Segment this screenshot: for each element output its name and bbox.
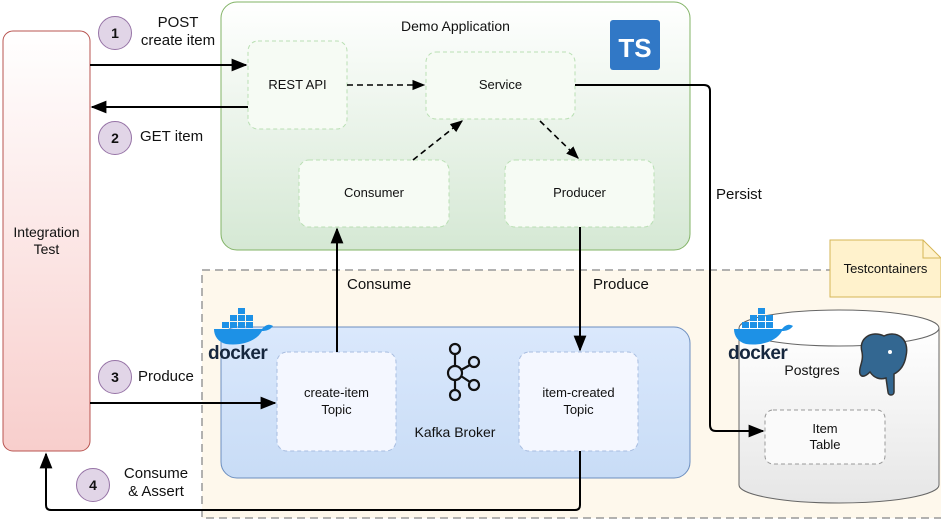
step-4-label: Consume & Assert — [123, 465, 189, 500]
step-2-label: GET item — [140, 128, 204, 145]
item-table-label: Item Table — [809, 420, 841, 452]
consumer-box — [298, 159, 450, 228]
docker-wordmark-kafka: docker — [208, 343, 268, 364]
kafka-broker-label: Kafka Broker — [414, 424, 496, 440]
edge-consumer-to-service — [412, 120, 464, 161]
consumer-label: Consumer — [344, 185, 404, 201]
step-2-badge: 2 — [98, 121, 132, 155]
integration-test-label: Integration Test — [13, 223, 80, 258]
typescript-logo — [610, 20, 660, 70]
postgres-label: Postgres — [784, 362, 840, 378]
postgres-elephant-icon — [858, 333, 908, 396]
testcontainers-label: Testcontainers — [843, 261, 928, 276]
integration-test-box — [2, 30, 91, 452]
create-item-topic-label: create-item Topic — [303, 385, 370, 417]
docker-whale-icon-kafka — [214, 308, 273, 345]
edge-label-produce: Produce — [593, 276, 649, 293]
edge-label-persist: Persist — [716, 186, 762, 203]
testcontainers-note — [829, 239, 941, 298]
step-3-label: Produce — [138, 368, 194, 385]
item-created-topic-label: item-created Topic — [542, 385, 615, 417]
kafka-logo-icon — [446, 342, 481, 402]
item-table-box — [764, 409, 886, 465]
step-1-label: POST create item — [140, 14, 216, 49]
edge-label-consume: Consume — [347, 276, 412, 293]
step-3-badge: 3 — [98, 360, 132, 394]
demo-application-title: Demo Application — [401, 18, 510, 34]
edge-service-to-producer — [539, 120, 579, 159]
item-created-topic-box — [518, 351, 639, 452]
edge-consume-assert — [39, 451, 581, 511]
docker-whale-icon-postgres — [734, 308, 793, 345]
producer-box — [504, 159, 655, 228]
step-1-badge: 1 — [98, 16, 132, 50]
step-4-badge: 4 — [76, 468, 110, 502]
docker-wordmark-postgres: docker — [728, 343, 788, 364]
edge-persist — [575, 84, 765, 438]
service-label: Service — [478, 77, 523, 93]
producer-label: Producer — [553, 185, 606, 201]
typescript-logo-text: TS — [618, 32, 652, 63]
rest-api-label: REST API — [268, 76, 327, 92]
